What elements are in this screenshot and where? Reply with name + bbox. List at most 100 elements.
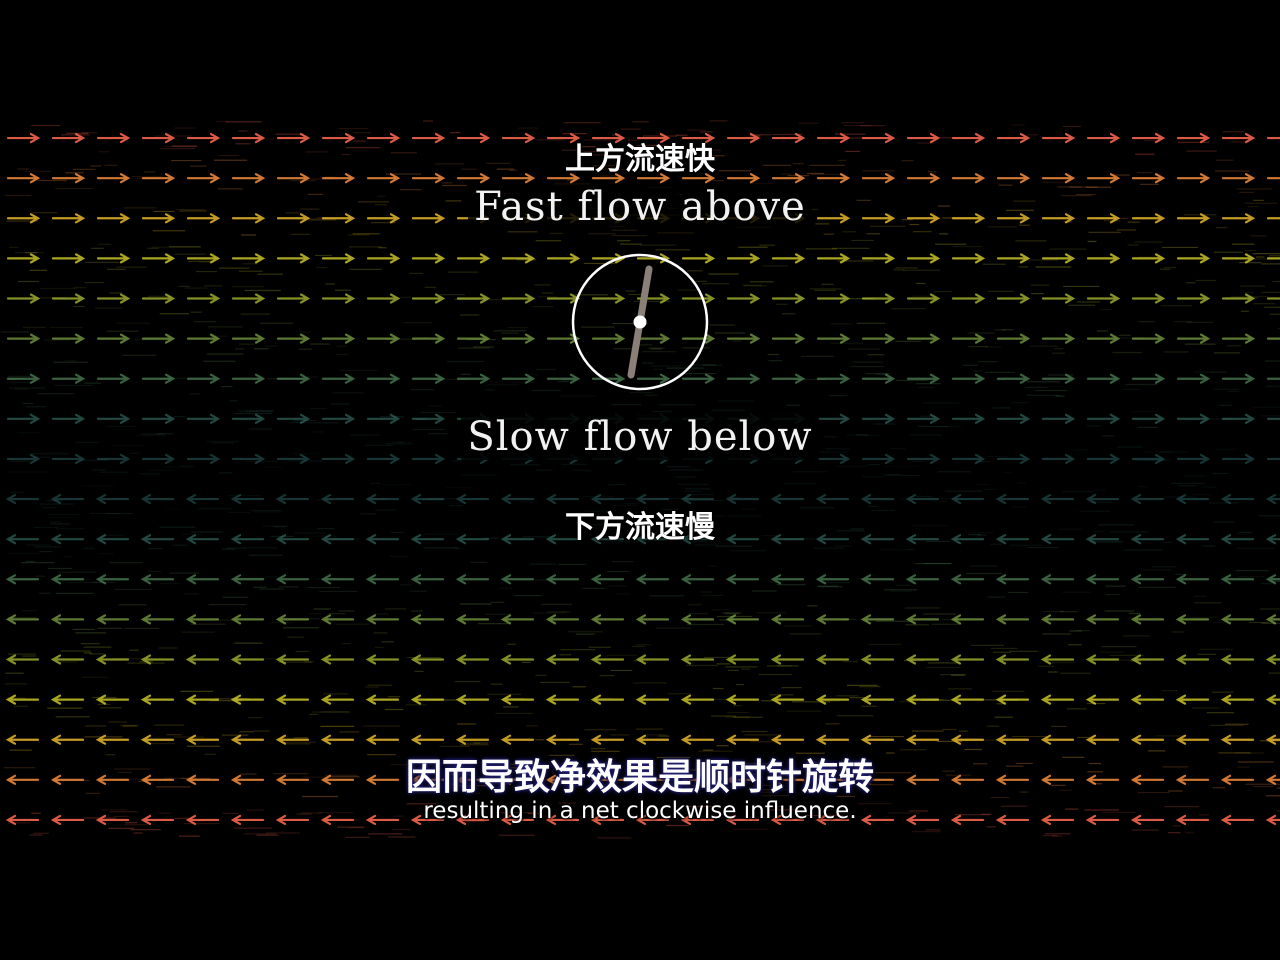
- arrow-right-icon: [186, 253, 221, 264]
- arrow-right-icon: [321, 132, 356, 144]
- arrow-left-icon: [1085, 654, 1120, 665]
- arrow-left-icon: [1265, 734, 1280, 745]
- arrow-left-icon: [950, 694, 985, 705]
- arrow-right-icon: [51, 253, 86, 264]
- arrow-right-icon: [6, 173, 41, 184]
- arrow-left-icon: [320, 493, 355, 505]
- arrow-right-icon: [951, 213, 986, 224]
- arrow-left-icon: [725, 614, 760, 625]
- arrow-right-icon: [501, 253, 536, 264]
- arrow-right-icon: [861, 132, 896, 144]
- arrow-right-icon: [366, 173, 401, 184]
- arrow-left-icon: [680, 734, 715, 745]
- arrow-left-icon: [1130, 814, 1165, 826]
- arrow-left-icon: [455, 654, 490, 665]
- arrow-left-icon: [410, 574, 445, 585]
- arrow-left-icon: [860, 814, 895, 826]
- arrow-left-icon: [5, 574, 40, 585]
- arrow-left-icon: [860, 734, 895, 745]
- arrow-right-icon: [1176, 253, 1211, 264]
- arrow-right-icon: [321, 213, 356, 224]
- arrow-left-icon: [1130, 493, 1165, 505]
- arrow-left-icon: [1040, 534, 1075, 545]
- arrow-left-icon: [770, 654, 805, 665]
- arrow-right-icon: [1266, 217, 1280, 220]
- arrow-left-icon: [905, 534, 940, 545]
- arrow-left-icon: [230, 614, 265, 625]
- arrow-left-icon: [545, 694, 580, 705]
- arrow-left-icon: [590, 534, 625, 545]
- arrow-left-icon: [1085, 774, 1120, 785]
- arrow-left-icon: [5, 814, 40, 826]
- arrow-left-icon: [230, 694, 265, 705]
- arrow-right-icon: [1131, 293, 1166, 304]
- arrow-left-icon: [770, 694, 805, 705]
- arrow-right-icon: [861, 253, 896, 264]
- arrow-right-icon: [951, 453, 986, 465]
- arrow-left-icon: [95, 574, 130, 585]
- arrow-right-icon: [1041, 132, 1076, 144]
- arrow-right-icon: [1041, 373, 1076, 384]
- arrow-left-icon: [815, 734, 850, 745]
- arrow-right-icon: [321, 333, 356, 344]
- arrow-right-icon: [1086, 293, 1121, 304]
- arrow-right-icon: [816, 373, 851, 384]
- arrow-right-icon: [681, 132, 716, 144]
- arrow-right-icon: [681, 173, 716, 184]
- arrow-left-icon: [365, 694, 400, 705]
- arrow-right-icon: [546, 173, 581, 184]
- arrow-right-icon: [141, 293, 176, 304]
- arrow-left-icon: [950, 493, 985, 505]
- arrow-right-icon: [906, 413, 941, 424]
- arrow-right-icon: [816, 293, 851, 304]
- arrow-left-icon: [815, 493, 850, 505]
- arrow-right-icon: [996, 373, 1031, 384]
- arrow-left-icon: [275, 534, 310, 545]
- arrow-left-icon: [635, 614, 670, 625]
- subtitle-english: resulting in a net clockwise influence.: [423, 798, 857, 824]
- arrow-left-icon: [1175, 574, 1210, 585]
- arrow-right-icon: [906, 333, 941, 344]
- arrow-right-icon: [1176, 413, 1211, 424]
- arrow-left-icon: [995, 614, 1030, 625]
- arrow-left-icon: [950, 614, 985, 625]
- arrow-right-icon: [96, 373, 131, 384]
- arrow-right-icon: [1266, 177, 1280, 180]
- arrow-right-icon: [321, 253, 356, 264]
- arrow-right-icon: [6, 453, 41, 465]
- arrow-left-icon: [500, 493, 535, 505]
- arrow-left-icon: [1175, 734, 1210, 745]
- arrow-left-icon: [1085, 694, 1120, 705]
- arrow-right-icon: [141, 253, 176, 264]
- arrow-left-icon: [1085, 614, 1120, 625]
- arrow-right-icon: [276, 293, 311, 304]
- arrow-right-icon: [96, 293, 131, 304]
- arrow-left-icon: [1265, 534, 1280, 545]
- arrow-right-icon: [231, 333, 266, 344]
- arrow-left-icon: [725, 493, 760, 505]
- arrow-right-icon: [501, 132, 536, 144]
- arrow-right-icon: [906, 253, 941, 264]
- arrow-left-icon: [545, 614, 580, 625]
- arrow-right-icon: [1221, 413, 1256, 424]
- arrow-left-icon: [1085, 734, 1120, 745]
- arrow-right-icon: [636, 132, 671, 144]
- arrow-right-icon: [1041, 253, 1076, 264]
- arrow-right-icon: [1221, 333, 1256, 344]
- arrow-left-icon: [500, 774, 535, 785]
- arrow-right-icon: [906, 173, 941, 184]
- arrow-left-icon: [320, 614, 355, 625]
- arrow-right-icon: [276, 213, 311, 224]
- arrow-right-icon: [1176, 333, 1211, 344]
- arrow-left-icon: [230, 774, 265, 785]
- arrow-left-icon: [455, 493, 490, 505]
- arrow-right-icon: [1041, 213, 1076, 224]
- fast-flow-label-cn: 上方流速快: [565, 142, 715, 177]
- arrow-right-icon: [1176, 213, 1211, 224]
- arrow-right-icon: [816, 213, 851, 224]
- arrow-left-icon: [815, 654, 850, 665]
- arrow-right-icon: [681, 293, 716, 304]
- arrow-left-icon: [230, 654, 265, 665]
- arrow-left-icon: [1220, 654, 1255, 665]
